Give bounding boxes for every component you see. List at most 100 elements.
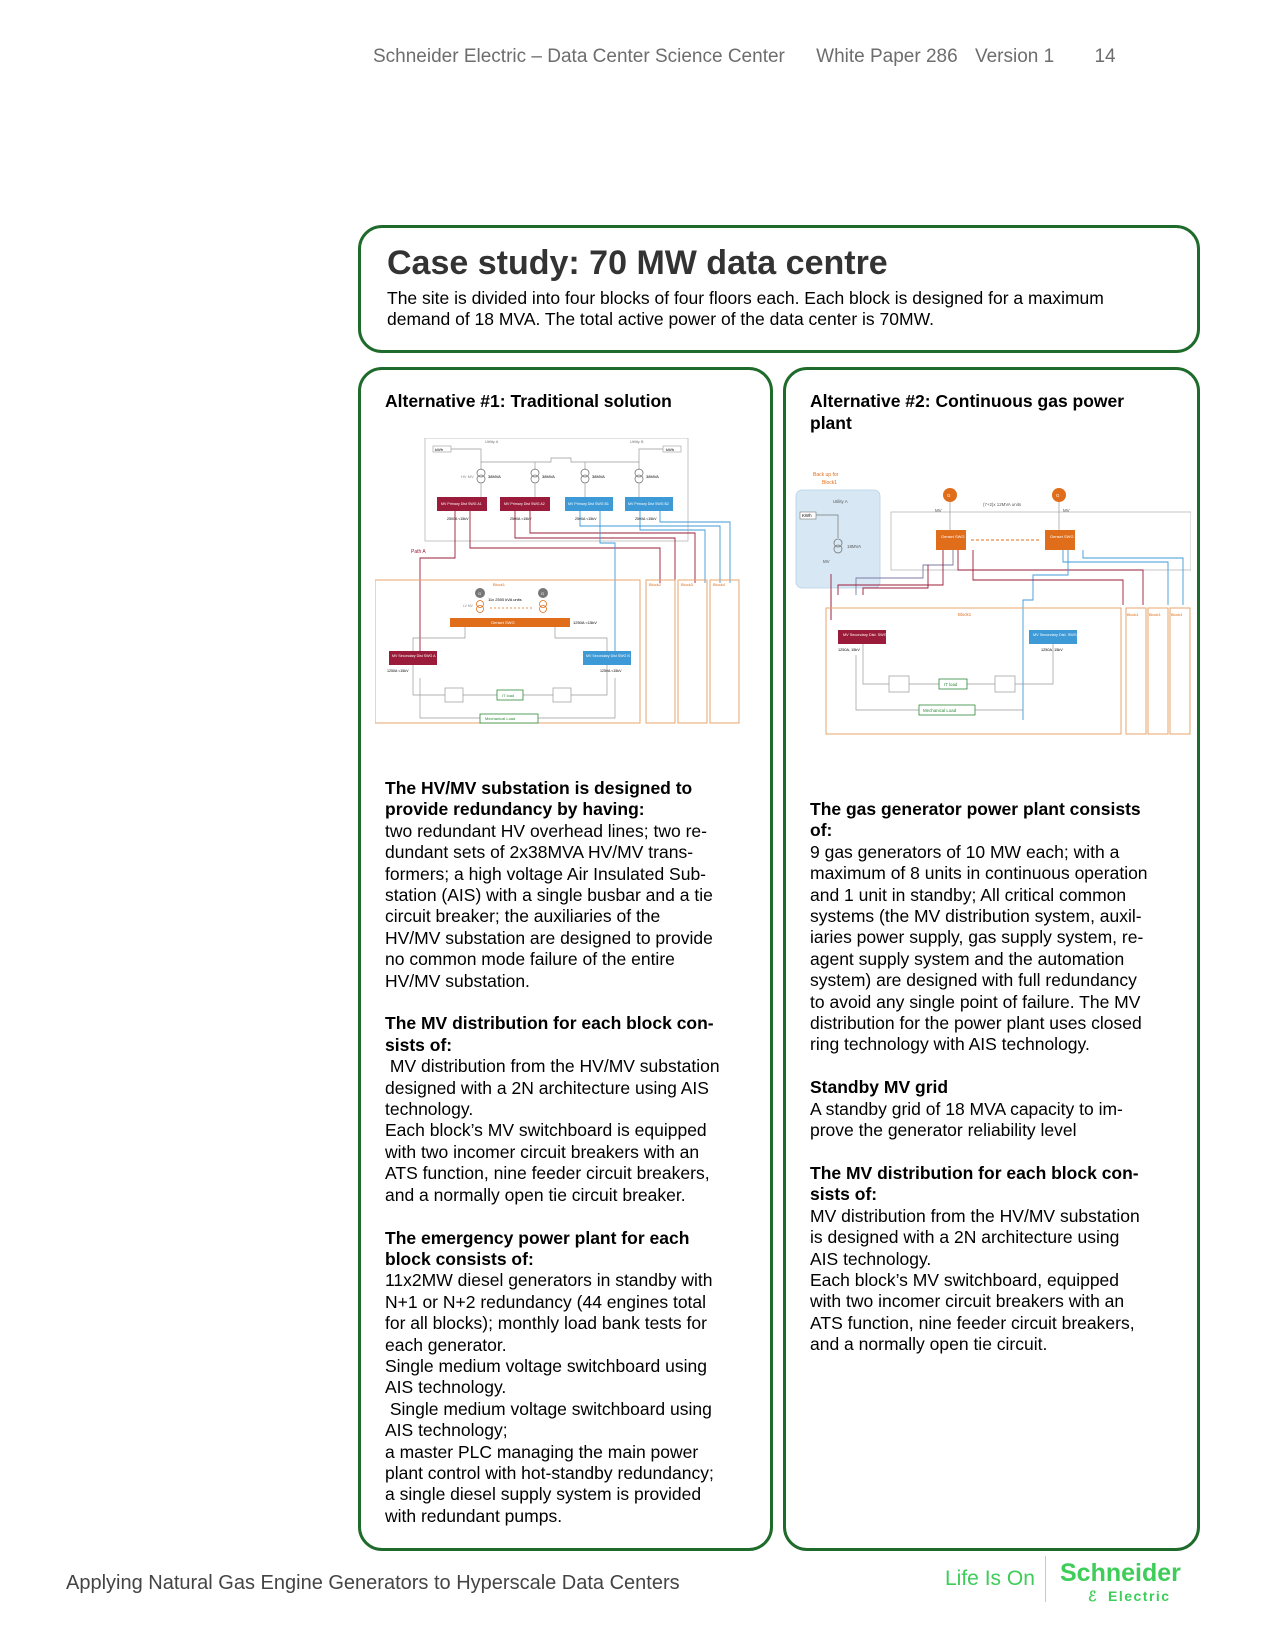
section-heading: block consists of:	[385, 1248, 534, 1269]
header-version: Version 1	[974, 46, 1055, 67]
section-line: 11x2MW diesel generators in standby with	[385, 1270, 713, 1291]
section-heading: The HV/MV substation is designed to	[385, 778, 693, 798]
section-heading: of:	[810, 820, 833, 841]
section-line: a master PLC managing the main power	[385, 1441, 699, 1462]
section-line: Single medium voltage switchboard using	[385, 1398, 712, 1419]
section-line: each generator.	[385, 1334, 507, 1355]
section-spacer	[810, 1056, 1178, 1077]
sec-b-label: MV Secondary Dist SWG B	[586, 654, 630, 658]
section-line: plant control with hot-standby redundanc…	[385, 1462, 714, 1483]
backup-label-2: Block1	[822, 480, 837, 486]
section-line: system) are designed with full redundanc…	[810, 970, 1137, 991]
svg-text:G: G	[478, 591, 481, 596]
section-line: systems (the MV distribution system, aux…	[810, 906, 1142, 927]
sec-b-label-2: MV Secondary Dist. SWG B	[1033, 633, 1081, 637]
section-line: for all blocks); monthly load bank tests…	[385, 1313, 707, 1334]
gen-units-label: 11x 2500 kVA units	[488, 597, 522, 602]
life-is-on-tagline: Life Is On	[945, 1567, 1035, 1590]
genset-rating: 1250A <15kV	[573, 620, 597, 625]
section-line: circuit breaker; the auxiliaries of the	[385, 906, 661, 927]
sec-a-rating: 1250A <15kV	[387, 669, 409, 673]
section-line: AIS technology;	[385, 1420, 508, 1441]
section-line: ATS function, nine feeder circuit breake…	[810, 1312, 1135, 1333]
svg-text:G: G	[541, 591, 544, 596]
sec-b-rating: 1250A <15kV	[600, 669, 622, 673]
swg-a1-rating: 2500A <15kV	[447, 517, 469, 521]
section-line: distribution for the power plant uses cl…	[810, 1013, 1142, 1034]
sec-a-rating-2: 1250A, 15kV	[838, 648, 860, 652]
page-number: 14	[1094, 46, 1116, 67]
swg-a2-rating: 2500A <15kV	[510, 517, 532, 521]
mech-load-label-2: Mechanical Load	[923, 708, 957, 713]
section-line: A standby grid of 18 MVA capacity to im-	[810, 1098, 1123, 1119]
swg-b1-label: MV Primary Dist SWG B1	[568, 502, 609, 506]
section-heading: The MV distribution for each block con-	[385, 1013, 714, 1034]
section-line: agent supply system and the automation	[810, 948, 1125, 969]
section-heading: sists of:	[385, 1034, 453, 1055]
alternative-1-title: Alternative #1: Traditional solution	[385, 391, 672, 411]
it-load-label: IT load	[502, 693, 514, 698]
section-line: MV distribution from the HV/MV substatio…	[810, 1205, 1140, 1226]
utility-b-label: Utility B	[630, 439, 644, 444]
gen-1-icon: G	[947, 493, 951, 498]
section-heading: sists of:	[810, 1184, 878, 1205]
section-line: AIS technology.	[385, 1377, 507, 1398]
swg-a1-label: MV Primary Dist SWG A1	[441, 502, 482, 506]
swg-b1-rating: 2500A <15kV	[575, 517, 597, 521]
section-line: designed with a 2N architecture using AI…	[385, 1077, 709, 1098]
section-line: MV distribution from the HV/MV substatio…	[385, 1056, 720, 1077]
kwh-a-label: kWh	[435, 447, 443, 452]
block1-label: Block1	[493, 582, 506, 587]
genset-2-label: Genset SWG	[1050, 534, 1074, 539]
swg-b2-label: MV Primary Dist SWG B2	[628, 502, 669, 506]
footer-title: Applying Natural Gas Engine Generators t…	[66, 1572, 680, 1594]
case-study-text: The site is divided into four blocks of …	[387, 288, 1104, 329]
section-line: AIS technology.	[810, 1248, 932, 1269]
section-line: with two incomer circuit breakers with a…	[385, 1141, 700, 1162]
section-line: with redundant pumps.	[385, 1505, 563, 1526]
block2-label: Block2	[649, 582, 662, 587]
section-heading: The gas generator power plant consists	[810, 799, 1141, 819]
alternative-1-diagram: kWh kWh Utility A Utility B 38MVA 38MVA …	[375, 438, 740, 724]
sec-a-label: MV Secondary Dist SWG A	[392, 654, 436, 658]
section-line: station (AIS) with a single busbar and a…	[385, 885, 713, 906]
footer-divider	[1045, 1556, 1046, 1602]
section-line: formers; a high voltage Air Insulated Su…	[385, 863, 707, 884]
kwh-b-label: kWh	[666, 447, 674, 452]
case-study-box: Case study: 70 MW data centre The site i…	[358, 225, 1200, 353]
section-line: technology.	[385, 1099, 474, 1120]
section-line: a single diesel supply system is provide…	[385, 1484, 702, 1505]
lv-mv-label: LV MV	[463, 604, 474, 608]
mv-label-right: MV	[1063, 508, 1070, 513]
swg-a2-label: MV Primary Dist SWG A2	[504, 502, 545, 506]
section-line: and 1 unit in standby; All critical comm…	[810, 884, 1127, 905]
header-paper: White Paper 286	[816, 46, 958, 67]
section-line: and a normally open tie circuit breaker.	[385, 1184, 686, 1205]
section-heading: The MV distribution for each block con-	[810, 1162, 1139, 1183]
alternative-2-panel: Alternative #2: Continuous gas power pla…	[783, 367, 1200, 1551]
schneider-logo-sub: Electric	[1108, 1588, 1171, 1604]
schneider-logo: Schneider	[1060, 1559, 1181, 1587]
swg-b2-rating: 2500A <15kV	[635, 517, 657, 521]
section-line: is designed with a 2N architecture using	[810, 1227, 1120, 1248]
section-line: HV/MV substation.	[385, 970, 530, 991]
alternative-2-title: Alternative #2: Continuous gas power pla…	[810, 391, 1125, 433]
sec-a-label-2: MV Secondary Dist. SWG A	[843, 633, 891, 637]
section-heading: Standby MV grid	[810, 1077, 949, 1098]
mva-label: 18MVA	[847, 544, 861, 549]
transformer-4-label: 38MVA	[646, 474, 659, 479]
section-spacer	[385, 1206, 753, 1227]
alternative-1-panel: Alternative #1: Traditional solution kWh…	[358, 367, 773, 1551]
mv-label-backup: MV	[823, 559, 830, 564]
block3-label: Block3	[681, 582, 694, 587]
section-line: and a normally open tie circuit.	[810, 1334, 1048, 1355]
section-line: N+1 or N+2 redundancy (44 engines total	[385, 1291, 707, 1312]
section-spacer	[810, 1141, 1178, 1162]
section-line: prove the generator reliability level	[810, 1120, 1077, 1141]
alternative-2-diagram: Back up for Block1 Utility A KWh 18MVA M…	[795, 472, 1191, 735]
it-load-label-2: IT load	[944, 682, 958, 687]
section-line: ring technology with AIS technology.	[810, 1034, 1090, 1055]
genset-1-label: Genset SWG	[941, 534, 965, 539]
